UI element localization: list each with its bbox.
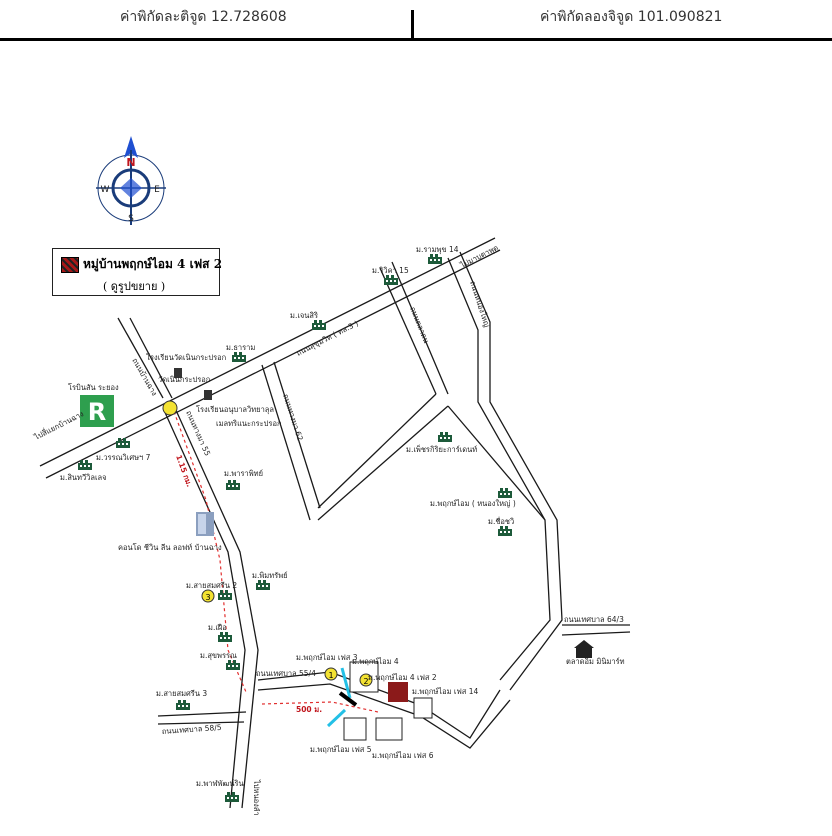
south-letter: S xyxy=(128,214,134,224)
road-nong-yai xyxy=(447,257,551,681)
marker-3-label: 3 xyxy=(205,593,210,602)
label-to-nongtuk: ไปหนองลำ xyxy=(252,779,261,816)
project-swatch xyxy=(61,257,79,273)
temple-icon xyxy=(174,368,182,378)
village-icon xyxy=(498,488,512,498)
label-school-wat: โรงเรียนวัดเนินกระปรอก xyxy=(146,353,226,362)
label-chaosiri: ม.เจนสิริ xyxy=(290,311,318,320)
label-pruksa6: ม.พฤกษ์ไอม เฟส 6 xyxy=(372,751,434,760)
label-pruksa4: ม.พฤกษ์ไอม 4 xyxy=(352,657,399,666)
village-icon xyxy=(218,632,232,642)
store-house-icon xyxy=(574,640,594,658)
village-icon xyxy=(218,590,232,600)
label-phatthana: ม.พาฬพัฒน์ริน xyxy=(196,779,244,788)
label-pruksa3: ม.พฤกษ์ไอม เฟส 3 xyxy=(296,653,358,662)
label-distance-left: 1.15 กม. xyxy=(174,454,194,489)
label-road-64-3: ถนนเทศบาล 64/3 xyxy=(564,615,624,624)
village-icon xyxy=(498,526,512,536)
label-chuenchom: ม.ชื่อชวิ xyxy=(488,516,514,526)
route-distance-2 xyxy=(261,701,379,713)
robinson-logo-icon: R xyxy=(80,395,114,427)
label-road-mid-vertical: ถนนทางมา 62 xyxy=(281,393,305,442)
legend-box: หมู่บ้านพฤกษ์ไอม 4 เฟส 2 ( ดูรูปขยาย ) xyxy=(52,248,223,296)
label-pruksa-nongyai: ม.พฤกษ์ไอม ( หนองใหญ่ ) xyxy=(430,499,516,508)
label-rivera15: ม.ริวิคา 15 xyxy=(372,266,409,275)
label-pruksa5: ม.พฤกษ์ไอม เฟส 5 xyxy=(310,745,372,754)
label-petchkrit: ม.เพ็ชรกิริยะการ์เดนท์ xyxy=(406,444,477,454)
pruksa6-block xyxy=(375,717,403,741)
label-sai-somsri3: ม.สายสมศรีน 3 xyxy=(156,689,207,698)
label-sukhumvit: ถนนสุขุมวิท ( ทล.3 ) xyxy=(295,319,360,358)
label-to-bypass: ไปมาบตาพุด xyxy=(458,243,500,270)
label-road-top-vertical: ถนนตลาดน xyxy=(408,305,431,344)
label-market: เมลทริแนะกระปรอก xyxy=(216,419,282,428)
label-samutsri2: ม.สายสมศรีน 2 xyxy=(186,581,237,590)
pruksa5-block xyxy=(343,717,367,741)
label-wat-noen: วัดเนินกระปรอก xyxy=(158,375,210,384)
longitude-label: ค่าพิกัดลองจิจูด 101.090821 xyxy=(540,9,723,25)
header-divider xyxy=(411,10,414,40)
label-road-nong-yai: ถนนหนองใหญ่ xyxy=(468,280,491,328)
label-to-ban-chang: ไปสี่แยกบ้านฉาง xyxy=(31,408,85,442)
village-icon xyxy=(312,320,326,330)
coordinate-header: ค่าพิกัดละติจูด 12.728608 ค่าพิกัดลองจิจ… xyxy=(0,0,832,41)
project-site-marker xyxy=(388,682,408,702)
marker-2-label: 2 xyxy=(363,677,368,686)
label-road-55-4: ถนนเทศบาล 55/4 xyxy=(256,669,316,678)
intersection-icon xyxy=(162,400,178,416)
label-road-55: ถนนทางมา 55 xyxy=(184,409,212,457)
village-icon xyxy=(226,660,240,670)
marker-2-icon xyxy=(359,673,373,687)
label-phimsap: ม.พิมทรัพย์ xyxy=(252,571,288,580)
road-ban-chang xyxy=(162,407,246,809)
label-ruean: ม.เฝือ xyxy=(208,623,227,632)
svg-text:R: R xyxy=(88,398,106,426)
label-home-store: ตลาดอิ่ม มินิมาร์ท xyxy=(566,656,625,666)
label-condo: คอนโด ชีวิน ลีน ลอฟท์ บ้านฉาง xyxy=(118,543,222,552)
village-icon xyxy=(78,460,92,470)
village-icon xyxy=(428,254,442,264)
label-roi-et: ม.ธาราม xyxy=(226,343,255,352)
north-letter: N xyxy=(126,156,135,169)
marker-1-label: 1 xyxy=(328,671,333,680)
village-icon xyxy=(232,352,246,362)
label-wanwisai: ม.วรรณวิเศษฯ 7 xyxy=(96,453,151,462)
marker-3-icon xyxy=(201,589,215,603)
latitude-label: ค่าพิกัดละติจูด 12.728608 xyxy=(120,9,287,25)
east-letter: E xyxy=(154,185,160,195)
label-pruksa4-2: ม.พฤกษ์ไอม 4 เฟส 2 xyxy=(368,673,437,682)
marker-1-icon xyxy=(324,667,338,681)
condo-building-icon xyxy=(196,512,214,536)
village-icon xyxy=(225,792,239,802)
road-network xyxy=(39,237,631,809)
legend-title: หมู่บ้านพฤกษ์ไอม 4 เฟส 2 xyxy=(83,257,223,271)
village-icon xyxy=(438,432,452,442)
legend-subtitle: ( ดูรูปขยาย ) xyxy=(103,280,166,293)
village-icon xyxy=(384,275,398,285)
village-icon xyxy=(226,480,240,490)
pruksa14-block xyxy=(413,697,433,719)
label-suchada: ม.สุขพรรณ xyxy=(200,651,237,660)
label-pruksa14: ม.พฤกษ์ไอม เฟส 14 xyxy=(412,687,479,696)
label-robinson: โรบินสัน ระยอง xyxy=(68,383,119,392)
access-road-2 xyxy=(326,708,347,728)
village-icon xyxy=(116,438,130,448)
village-icon xyxy=(256,580,270,590)
label-ramphung14: ม.รามพุข 14 xyxy=(416,245,459,254)
label-sinthawee: ม.สินทวีวิลเลจ xyxy=(60,473,107,482)
label-distance-500: 500 ม. xyxy=(296,705,322,714)
access-road-1 xyxy=(340,667,352,699)
pruksa4-block xyxy=(349,661,379,693)
label-road-ban-chang: ถนนบ้านฉาง xyxy=(130,357,159,398)
village-icon xyxy=(176,700,190,710)
route-distance-1 xyxy=(171,405,247,693)
label-prachasuk: ม.พาราพิทย์ xyxy=(224,469,263,478)
west-letter: W xyxy=(101,185,110,195)
label-road-58-5: ถนนเทศบาล 58/5 xyxy=(162,723,223,736)
label-school-anuban: โรงเรียนอนุบาลวิทยาลุล xyxy=(196,405,274,414)
compass-rose-icon: N S E W xyxy=(96,136,166,225)
school-icon xyxy=(204,390,212,400)
header-rule xyxy=(0,38,832,41)
